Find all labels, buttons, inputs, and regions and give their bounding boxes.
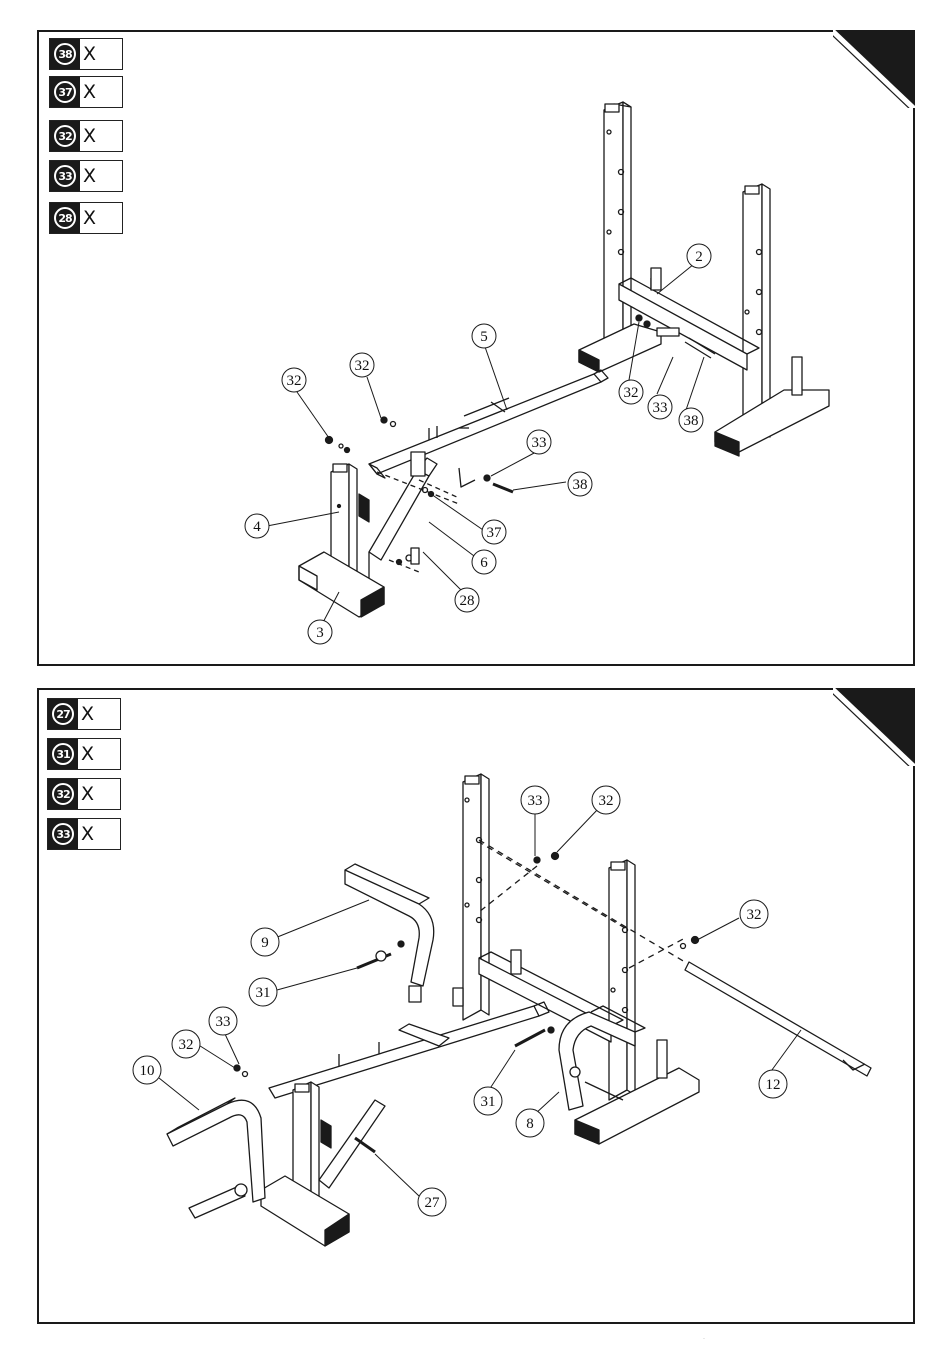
main-beam-part-5 [369,370,608,478]
callout-label: 33 [653,400,668,416]
callout-label: 10 [140,1063,155,1079]
callout-label: 4 [253,519,261,535]
assembly-drawing-step-1: 2 5 32 32 32 33 38 33 38 37 6 4 28 3 [39,32,913,664]
arm-part-10 [167,1098,265,1218]
footer-mark: · [703,1336,705,1342]
callout-label: 12 [766,1077,781,1093]
rear-upright-right [609,860,635,1100]
callout-label: 32 [287,373,302,389]
bar-part-12 [685,962,871,1076]
front-foot-part-3 [299,552,384,617]
callout-label: 32 [599,793,614,809]
callout-label: 37 [487,525,503,541]
callout-label: 33 [528,793,543,809]
callout-label: 3 [316,625,324,641]
callout-label: 38 [684,413,699,429]
callout-label: 38 [573,477,588,493]
callout-label: 32 [624,385,639,401]
callout-label: 6 [480,555,488,571]
assembly-guide-lines [479,840,685,968]
callout-label: 32 [747,907,762,923]
assembly-step-panel-2: 27 X 31 X 32 X 33 X [37,688,915,1324]
callout-label: 33 [216,1014,231,1030]
callout-label: 9 [261,935,269,951]
callout-label: 32 [179,1037,194,1053]
bolt-path [459,468,475,487]
rear-upright-left [604,102,631,362]
callout-label: 27 [425,1195,441,1211]
assembly-step-panel-1: 38 X 37 X 32 X 33 X 28 X [37,30,915,666]
callout-label: 32 [355,358,370,374]
callout-label: 8 [526,1116,534,1132]
arm-part-9 [345,864,434,1002]
callout-label: 31 [481,1094,496,1110]
callout-label: 31 [256,985,271,1001]
rear-upright-left [463,774,489,1020]
callout-label: 33 [532,435,547,451]
callout-label: 5 [480,329,488,345]
callout-label: 28 [460,593,475,609]
rear-feet [575,1040,699,1144]
assembly-drawing-step-2: 33 32 32 9 31 33 32 10 31 8 12 27 [39,690,913,1322]
callout-label: 2 [695,249,703,265]
